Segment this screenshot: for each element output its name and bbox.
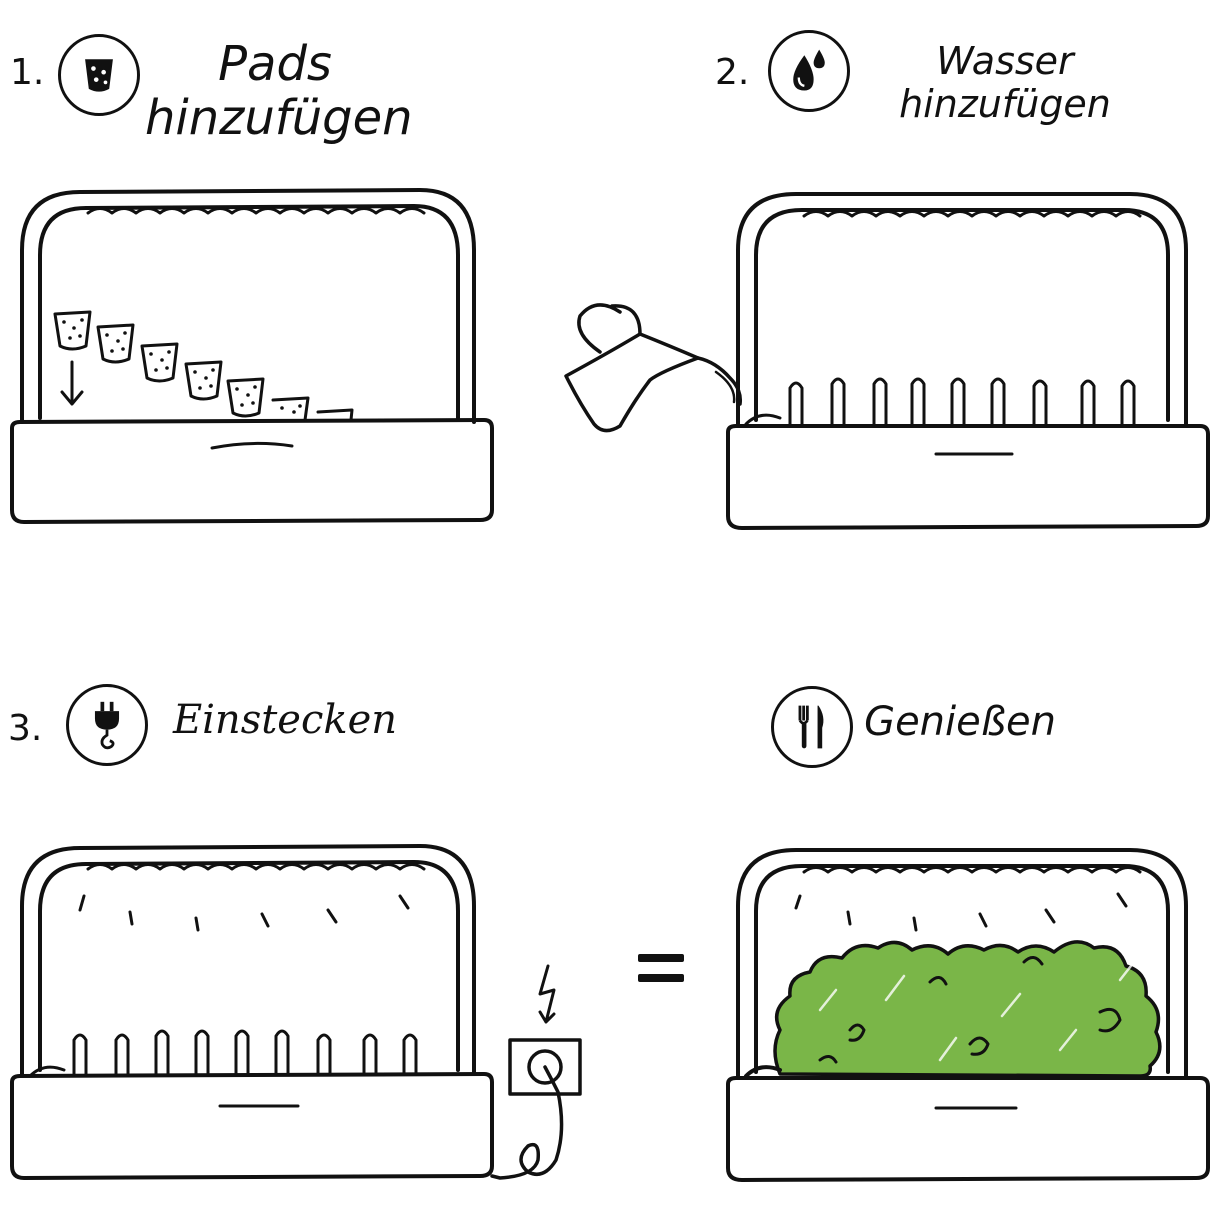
step-3-title: Einstecken (172, 697, 398, 743)
step-2-number: 2. (715, 52, 750, 93)
step-2-title-line2: hinzufügen (899, 81, 1111, 126)
watering-can-icon (564, 303, 743, 433)
power-socket-icon (490, 1038, 582, 1180)
down-arrow-icon (60, 360, 84, 406)
plug-icon (66, 684, 148, 766)
lightning-icon (538, 964, 556, 1024)
step-1-title-line1: Pads (218, 36, 332, 92)
step-1-number: 1. (10, 52, 45, 93)
step-2-title: Wasser hinzufügen (880, 40, 1130, 125)
step-4-title: Genießen (864, 699, 1056, 745)
fork-knife-icon (771, 686, 853, 768)
plants-bush (773, 940, 1162, 1078)
step-3-number: 3. (8, 708, 43, 749)
step-1-title-line2: hinzufügen (145, 89, 413, 146)
pad-cup-icon (58, 34, 140, 116)
water-drops-icon (768, 30, 850, 112)
equals-sign (636, 952, 686, 990)
pad-cups (53, 310, 354, 422)
step-1-title: Pads hinzufügen (145, 36, 413, 146)
step-2-title-line1: Wasser (936, 39, 1074, 83)
